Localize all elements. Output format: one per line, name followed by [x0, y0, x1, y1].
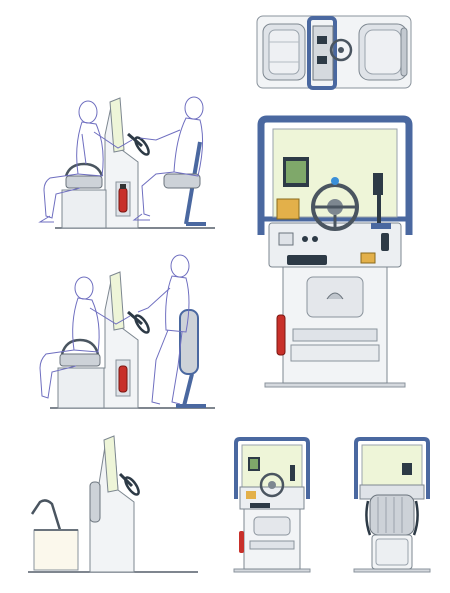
front-view-small	[232, 435, 312, 575]
front-view-large	[255, 115, 415, 390]
side-view-seated	[30, 90, 230, 240]
side-view-empty	[22, 430, 202, 578]
rear-view-small	[352, 435, 432, 575]
top-view	[255, 12, 415, 94]
side-view-standing	[30, 250, 230, 415]
